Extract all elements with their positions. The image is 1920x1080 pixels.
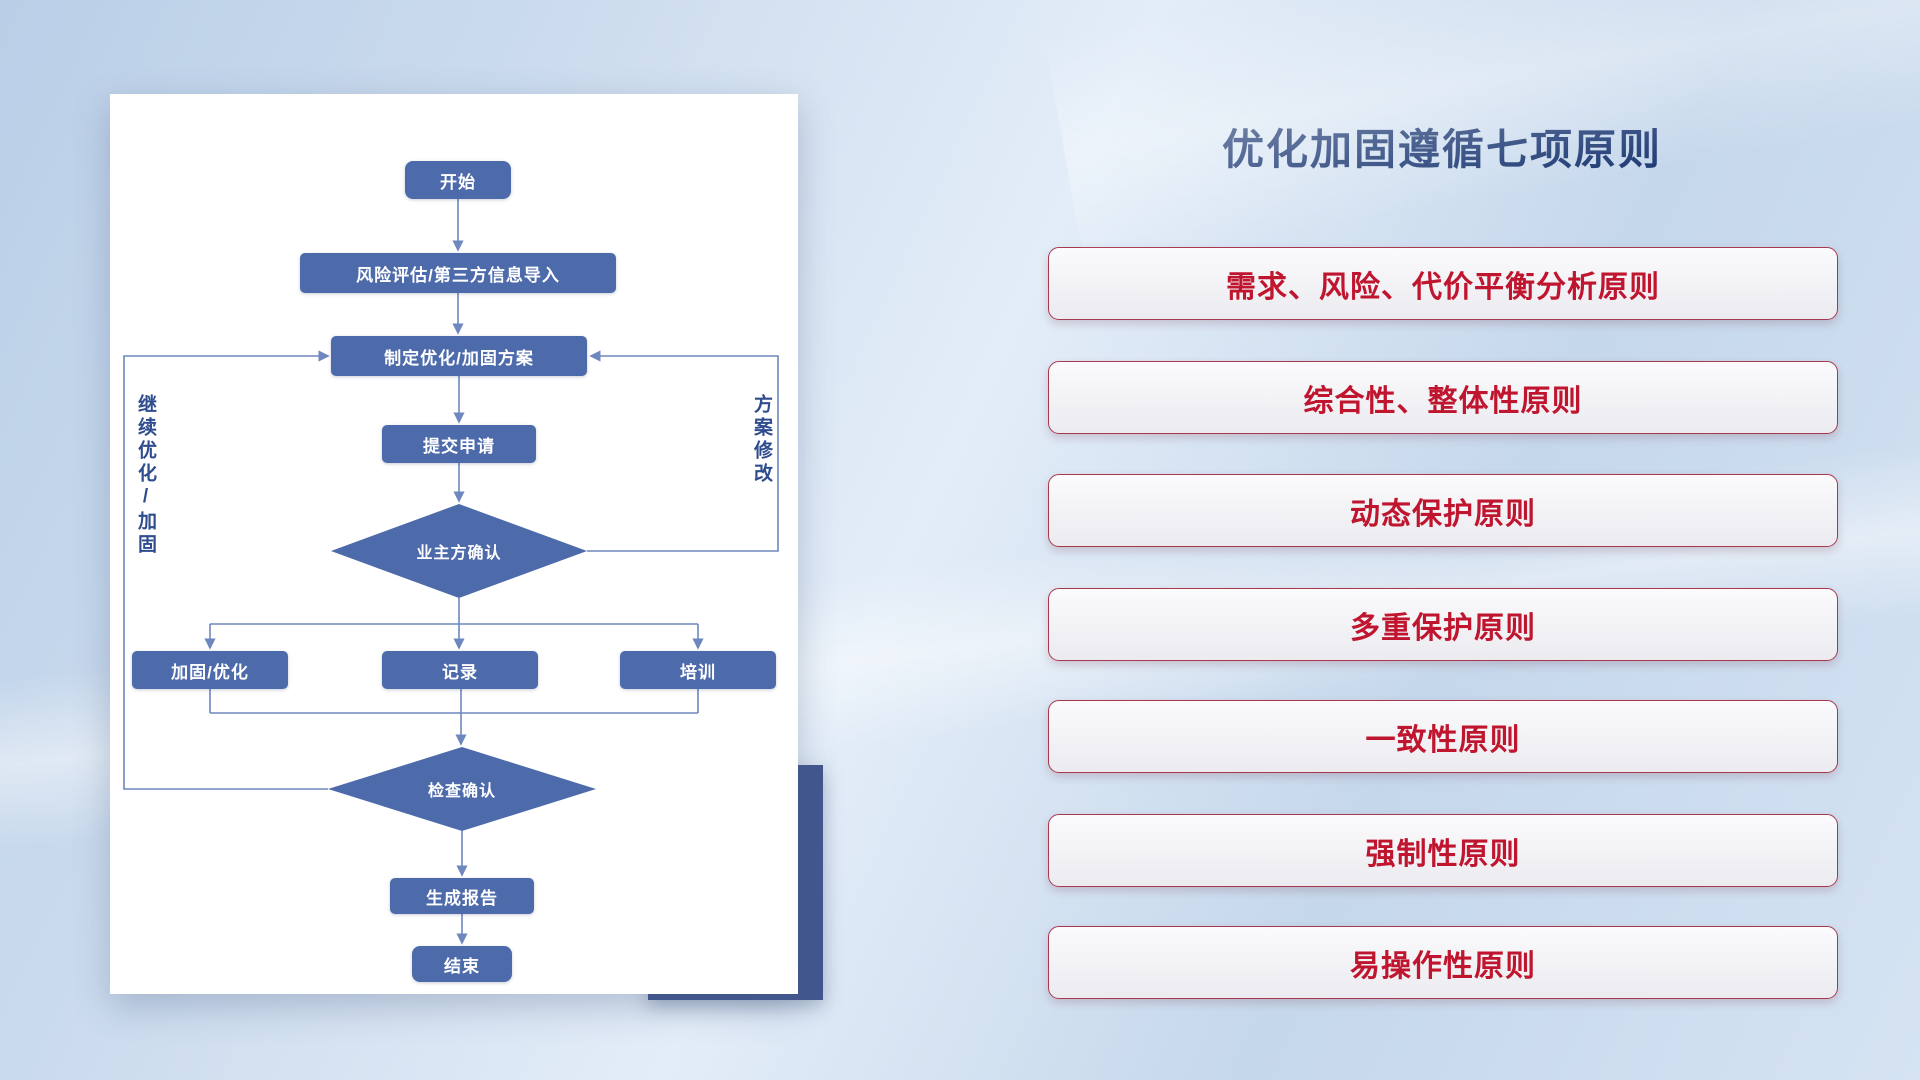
- principle-item-5: 一致性原则: [1048, 700, 1838, 773]
- node-make-plan: 制定优化/加固方案: [331, 336, 587, 376]
- flowchart-connectors: [123, 199, 779, 945]
- node-reinforce: 加固/优化: [132, 651, 288, 689]
- node-report: 生成报告: [390, 878, 534, 914]
- page-title: 优化加固遵循七项原则: [1221, 126, 1662, 173]
- node-start: 开始: [405, 161, 511, 199]
- node-training: 培训: [620, 651, 776, 689]
- node-risk-import: 风险评估/第三方信息导入: [300, 253, 616, 293]
- principle-item-1: 需求、风险、代价平衡分析原则: [1048, 247, 1838, 320]
- node-end: 结束: [412, 946, 512, 982]
- edge-label-plan-modify: 方案修改: [751, 394, 772, 486]
- principle-item-3: 动态保护原则: [1048, 474, 1838, 547]
- flowchart-card: 开始 风险评估/第三方信息导入 制定优化/加固方案 提交申请 业主方确认 加固/…: [110, 94, 798, 994]
- connector-feedback-left: [123, 350, 330, 790]
- edge-label-continue-loop: 继续优化/加固: [135, 394, 156, 557]
- principle-item-7: 易操作性原则: [1048, 926, 1838, 999]
- principle-item-2: 综合性、整体性原则: [1048, 361, 1838, 434]
- node-submit: 提交申请: [382, 425, 536, 463]
- node-record: 记录: [382, 651, 538, 689]
- connector-feedback-right: [587, 350, 779, 552]
- principle-item-6: 强制性原则: [1048, 814, 1838, 887]
- principle-item-4: 多重保护原则: [1048, 588, 1838, 661]
